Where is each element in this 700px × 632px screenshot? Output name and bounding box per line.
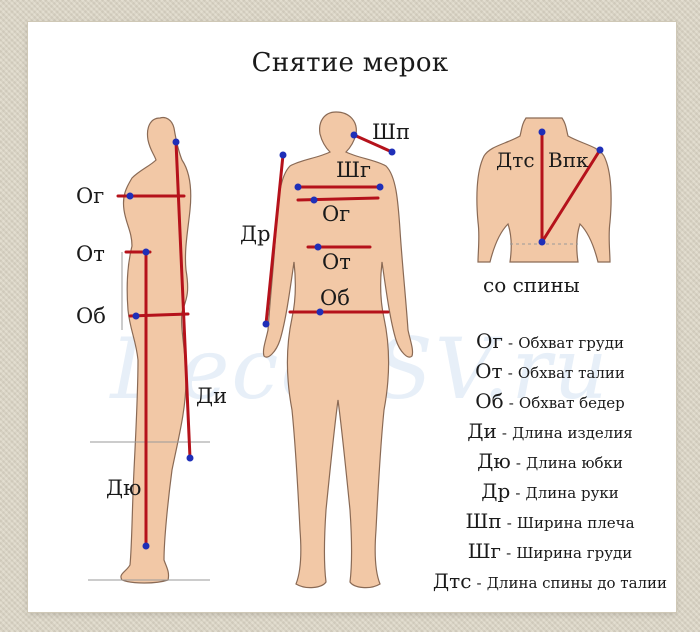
legend-desc: Обхват талии (518, 364, 625, 382)
legend-separator: - (508, 364, 513, 382)
legend-desc: Обхват бедер (519, 394, 625, 412)
legend-code: Ди (467, 419, 497, 443)
side-body-silhouette (121, 117, 191, 583)
label-skirt-length: Дю (106, 478, 141, 499)
legend-row: От - Обхват талии (420, 356, 680, 386)
legend-code: Др (481, 479, 510, 503)
legend-separator: - (515, 484, 520, 502)
label-waist-front: От (322, 252, 351, 273)
legend-row: Дю - Длина юбки (420, 446, 680, 476)
front-arm-end-dot (263, 321, 270, 328)
legend-separator: - (502, 424, 507, 442)
front-chest-left-dot (295, 184, 302, 191)
legend-desc: Длина юбки (526, 454, 623, 472)
legend-desc: Ширина плеча (517, 514, 635, 532)
label-hips-front: Об (320, 288, 350, 309)
legend-separator: - (477, 574, 482, 592)
front-shoulder-dot (389, 149, 396, 156)
back-view-caption: со спины (483, 273, 580, 297)
back-neck-dot (539, 129, 546, 136)
side-waist-dot (143, 249, 150, 256)
legend-desc: Длина изделия (512, 424, 633, 442)
legend-desc: Длина руки (526, 484, 619, 502)
legend-code: Ог (476, 329, 503, 353)
legend-code: От (475, 359, 502, 383)
measurement-legend: Ог - Обхват груди От - Обхват талии Об -… (420, 326, 680, 596)
legend-code: Шг (468, 539, 501, 563)
side-skirt-end-dot (143, 543, 150, 550)
label-arm-length: Др (240, 224, 271, 245)
legend-separator: - (508, 334, 513, 352)
front-bust-dot (311, 197, 318, 204)
legend-row: Шп - Ширина плеча (420, 506, 680, 536)
legend-row: Дтс - Длина спины до талии (420, 566, 680, 596)
side-view-figure (88, 117, 210, 583)
label-bust-side: Ог (76, 186, 104, 207)
legend-separator: - (516, 454, 521, 472)
front-neck-dot (351, 132, 358, 139)
front-bust-line (298, 198, 378, 200)
label-garment-length: Ди (196, 386, 227, 407)
legend-row: Об - Обхват бедер (420, 386, 680, 416)
legend-row: Ог - Обхват груди (420, 326, 680, 356)
legend-desc: Длина спины до талии (487, 574, 667, 592)
side-shoulder-dot (173, 139, 180, 146)
legend-code: Дтс (433, 569, 472, 593)
legend-code: Дю (477, 449, 511, 473)
label-bust-front: Ог (322, 204, 350, 225)
back-waist-dot (539, 239, 546, 246)
label-back-shoulder-height: Впк (548, 150, 589, 170)
legend-separator: - (506, 544, 511, 562)
label-shoulder-width: Шп (372, 122, 410, 143)
front-chest-right-dot (377, 184, 384, 191)
side-garment-end-dot (187, 455, 194, 462)
legend-row: Др - Длина руки (420, 476, 680, 506)
front-arm-top-dot (280, 152, 287, 159)
label-hips-side: Об (76, 306, 106, 327)
legend-row: Шг - Ширина груди (420, 536, 680, 566)
legend-desc: Ширина груди (516, 544, 632, 562)
label-waist-side: От (76, 244, 105, 265)
legend-separator: - (509, 394, 514, 412)
legend-row: Ди - Длина изделия (420, 416, 680, 446)
legend-code: Об (475, 389, 503, 413)
side-bust-dot (127, 193, 134, 200)
legend-separator: - (507, 514, 512, 532)
side-hip-dot (133, 313, 140, 320)
legend-desc: Обхват груди (518, 334, 624, 352)
back-view-figure (477, 118, 611, 262)
label-chest-width: Шг (336, 160, 371, 181)
back-shoulder-dot (597, 147, 604, 154)
front-view-figure (263, 112, 413, 588)
label-back-length: Дтс (496, 150, 535, 170)
front-waist-dot (315, 244, 322, 251)
front-body-silhouette (263, 112, 412, 588)
legend-code: Шп (465, 509, 501, 533)
